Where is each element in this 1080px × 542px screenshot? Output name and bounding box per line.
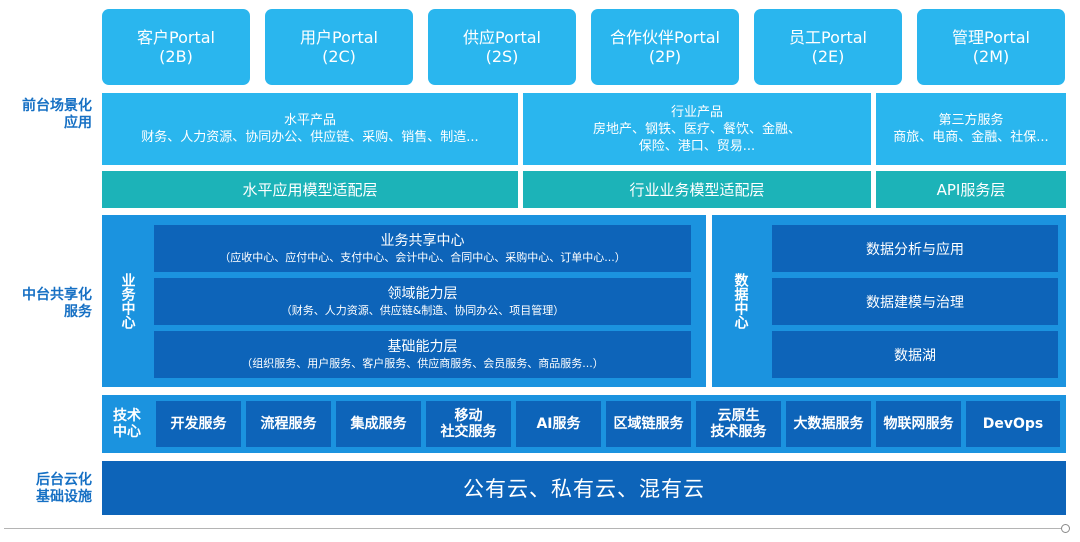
- portal-code: (2P): [648, 47, 682, 66]
- base-capability-title: 基础能力层: [387, 339, 458, 355]
- portal-name: 供应Portal: [463, 28, 541, 47]
- portal-customer: 客户Portal (2B): [102, 9, 250, 85]
- portal-code: (2S): [485, 47, 519, 66]
- business-shared-center: 业务共享中心 （应收中心、应付中心、支付中心、会计中心、合同中心、采购中心、订单…: [154, 225, 691, 272]
- tech-center: 技术 中心 开发服务 流程服务 集成服务 移动 社交服务 AI服务 区域链服务 …: [102, 395, 1066, 453]
- horizontal-products-title: 水平产品: [283, 113, 336, 128]
- third-party-services: 第三方服务 商旅、电商、金融、社保...: [876, 93, 1066, 165]
- business-center: 业务中心 业务共享中心 （应收中心、应付中心、支付中心、会计中心、合同中心、采购…: [102, 215, 706, 387]
- portal-code: (2E): [811, 47, 845, 66]
- bottom-divider: [4, 528, 1064, 529]
- portal-name: 客户Portal: [137, 28, 215, 47]
- divider-end-circle: [1061, 524, 1070, 533]
- tech-item-mobile-social: 移动 社交服务: [426, 401, 511, 447]
- industry-products-items: 房地产、钢铁、医疗、餐饮、金融、 保险、港口、贸易...: [592, 121, 801, 154]
- business-center-label: 业务中心: [119, 273, 136, 329]
- portal-management: 管理Portal (2M): [917, 9, 1065, 85]
- industry-products: 行业产品 房地产、钢铁、医疗、餐饮、金融、 保险、港口、贸易...: [523, 93, 871, 165]
- tech-item-dev: 开发服务: [156, 401, 241, 447]
- tech-item-integration: 集成服务: [336, 401, 421, 447]
- tech-item-big-data: 大数据服务: [786, 401, 871, 447]
- domain-capability-title: 领域能力层: [387, 286, 458, 302]
- layer-label-back: 后台云化 基础设施: [36, 472, 92, 505]
- data-lake: 数据湖: [772, 331, 1058, 378]
- portal-code: (2B): [159, 47, 193, 66]
- tech-item-process: 流程服务: [246, 401, 331, 447]
- portal-code: (2C): [322, 47, 356, 66]
- tech-item-cloud-native: 云原生 技术服务: [696, 401, 781, 447]
- data-center-label: 数据中心: [732, 273, 749, 329]
- base-capability-layer: 基础能力层 （组织服务、用户服务、客户服务、供应商服务、会员服务、商品服务...…: [154, 331, 691, 378]
- base-capability-items: （组织服务、用户服务、客户服务、供应商服务、会员服务、商品服务...）: [241, 357, 604, 370]
- third-party-services-items: 商旅、电商、金融、社保...: [893, 130, 1049, 145]
- cloud-infrastructure: 公有云、私有云、混有云: [102, 461, 1066, 515]
- domain-capability-items: （财务、人力资源、供应链&制造、协同办公、项目管理）: [280, 304, 565, 317]
- portal-employee: 员工Portal (2E): [754, 9, 902, 85]
- tech-center-label: 技术 中心: [113, 408, 141, 440]
- horizontal-products: 水平产品 财务、人力资源、协同办公、供应链、采购、销售、制造...: [102, 93, 518, 165]
- portal-supply: 供应Portal (2S): [428, 9, 576, 85]
- horizontal-adapter-layer: 水平应用模型适配层: [102, 171, 518, 208]
- tech-item-ai: AI服务: [516, 401, 601, 447]
- data-analytics: 数据分析与应用: [772, 225, 1058, 272]
- industry-adapter-layer: 行业业务模型适配层: [523, 171, 871, 208]
- portal-name: 用户Portal: [300, 28, 378, 47]
- tech-center-label-box: 技术 中心: [102, 395, 152, 453]
- tech-item-devops: DevOps: [966, 401, 1060, 447]
- tech-item-iot: 物联网服务: [876, 401, 961, 447]
- api-service-layer: API服务层: [876, 171, 1066, 208]
- layer-label-front: 前台场景化 应用: [22, 98, 92, 131]
- business-shared-title: 业务共享中心: [380, 233, 465, 249]
- portal-partner: 合作伙伴Portal (2P): [591, 9, 739, 85]
- business-shared-items: （应收中心、应付中心、支付中心、会计中心、合同中心、采购中心、订单中心...）: [219, 251, 626, 264]
- portal-user: 用户Portal (2C): [265, 9, 413, 85]
- data-modeling: 数据建模与治理: [772, 278, 1058, 325]
- data-center: 数据中心 数据分析与应用 数据建模与治理 数据湖: [712, 215, 1066, 387]
- horizontal-products-items: 财务、人力资源、协同办公、供应链、采购、销售、制造...: [141, 130, 479, 145]
- domain-capability-layer: 领域能力层 （财务、人力资源、供应链&制造、协同办公、项目管理）: [154, 278, 691, 325]
- third-party-services-title: 第三方服务: [938, 113, 1004, 128]
- portal-name: 合作伙伴Portal: [610, 28, 720, 47]
- business-center-label-box: 业务中心: [102, 215, 152, 387]
- data-center-label-box: 数据中心: [712, 215, 768, 387]
- portal-name: 管理Portal: [952, 28, 1030, 47]
- portal-name: 员工Portal: [789, 28, 867, 47]
- tech-item-blockchain: 区域链服务: [606, 401, 691, 447]
- industry-products-title: 行业产品: [670, 104, 723, 120]
- layer-label-middle: 中台共享化 服务: [22, 287, 92, 320]
- portal-code: (2M): [972, 47, 1010, 66]
